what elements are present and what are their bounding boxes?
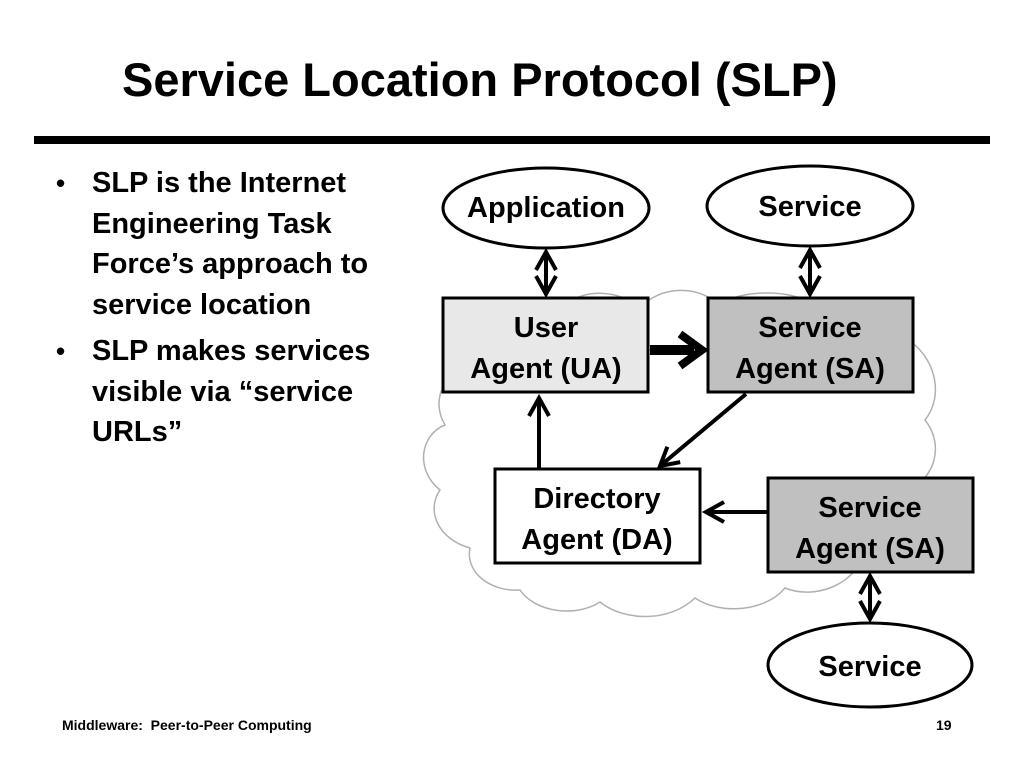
user-agent-line2: Agent (UA) — [470, 353, 621, 385]
bullet-list: SLP is the Internet Engineering Task For… — [56, 163, 426, 459]
title-underline — [34, 136, 990, 144]
slide-title: Service Location Protocol (SLP) — [122, 53, 838, 106]
service-agent-top-line2: Agent (SA) — [735, 353, 885, 385]
directory-agent-line2: Agent (DA) — [521, 524, 672, 556]
application-label: Application — [467, 192, 625, 224]
service-agent-bottom-line2: Agent (SA) — [795, 533, 945, 565]
bullet-item: SLP makes services visible via “service … — [56, 331, 426, 453]
service-agent-bottom-box: Service Agent (SA) — [766, 476, 975, 574]
sa-to-da-arrow — [660, 392, 748, 466]
page-number: 19 — [936, 717, 952, 733]
ua-to-sa-bold-arrow — [650, 330, 709, 370]
service-bottom-ellipse — [766, 621, 974, 709]
user-agent-line1: User — [514, 312, 579, 344]
user-agent-box: User Agent (UA) — [441, 296, 650, 394]
bullet-item: SLP is the Internet Engineering Task For… — [56, 163, 426, 325]
directory-agent-box: Directory Agent (DA) — [493, 467, 702, 565]
service-bottom-label: Service — [818, 651, 921, 683]
service-agent-top-box: Service Agent (SA) — [706, 296, 915, 394]
service-agent-bottom-line1: Service — [818, 492, 921, 524]
service-top-label: Service — [758, 191, 861, 223]
footer-course-title: Middleware: Peer-to-Peer Computing — [62, 717, 312, 733]
service-agent-top-line1: Service — [758, 312, 861, 344]
directory-agent-line1: Directory — [533, 483, 660, 515]
